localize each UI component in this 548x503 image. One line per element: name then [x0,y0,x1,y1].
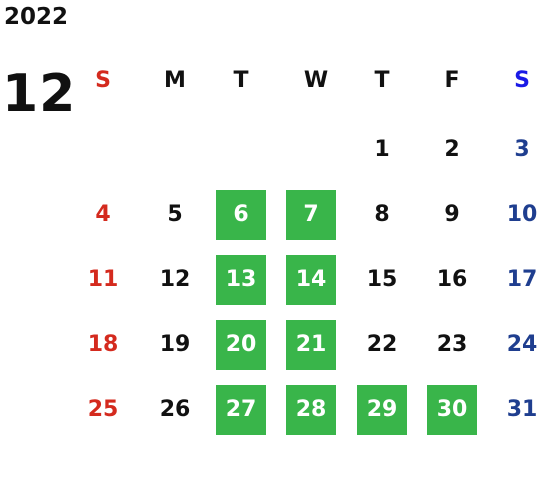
calendar-day-6[interactable]: 6 [216,190,266,240]
weekday-header-thursday: T [374,68,390,93]
weekday-header-saturday: S [514,68,530,93]
calendar-day-21[interactable]: 21 [286,320,336,370]
calendar-day-29[interactable]: 29 [357,385,407,435]
calendar-day-2[interactable]: 2 [444,137,460,162]
calendar-day-26[interactable]: 26 [159,397,191,422]
calendar-day-8[interactable]: 8 [374,202,390,227]
calendar-day-9[interactable]: 9 [444,202,460,227]
calendar-day-11[interactable]: 11 [87,267,119,292]
calendar-day-25[interactable]: 25 [87,397,119,422]
calendar-day-13[interactable]: 13 [216,255,266,305]
month-number: 12 [2,64,77,124]
calendar-day-1[interactable]: 1 [374,137,390,162]
weekday-header-sunday: S [95,68,111,93]
weekday-header-friday: F [444,68,460,93]
calendar-day-22[interactable]: 22 [366,332,398,357]
calendar-day-16[interactable]: 16 [436,267,468,292]
calendar-day-30[interactable]: 30 [427,385,477,435]
calendar-day-28[interactable]: 28 [286,385,336,435]
calendar-day-10[interactable]: 10 [506,202,538,227]
calendar-day-3[interactable]: 3 [514,137,530,162]
weekday-header-monday: M [164,68,186,93]
weekday-header-wednesday: W [303,68,329,93]
calendar-day-12[interactable]: 12 [159,267,191,292]
year-label: 2022 [4,4,69,30]
calendar-day-15[interactable]: 15 [366,267,398,292]
calendar-day-27[interactable]: 27 [216,385,266,435]
calendar-day-17[interactable]: 17 [506,267,538,292]
calendar-day-24[interactable]: 24 [506,332,538,357]
calendar-day-31[interactable]: 31 [506,397,538,422]
calendar-day-20[interactable]: 20 [216,320,266,370]
calendar-day-23[interactable]: 23 [436,332,468,357]
calendar-day-4[interactable]: 4 [95,202,111,227]
calendar-day-14[interactable]: 14 [286,255,336,305]
calendar-day-19[interactable]: 19 [159,332,191,357]
calendar-day-7[interactable]: 7 [286,190,336,240]
weekday-header-tuesday: T [233,68,249,93]
calendar-day-18[interactable]: 18 [87,332,119,357]
calendar-day-5[interactable]: 5 [167,202,183,227]
